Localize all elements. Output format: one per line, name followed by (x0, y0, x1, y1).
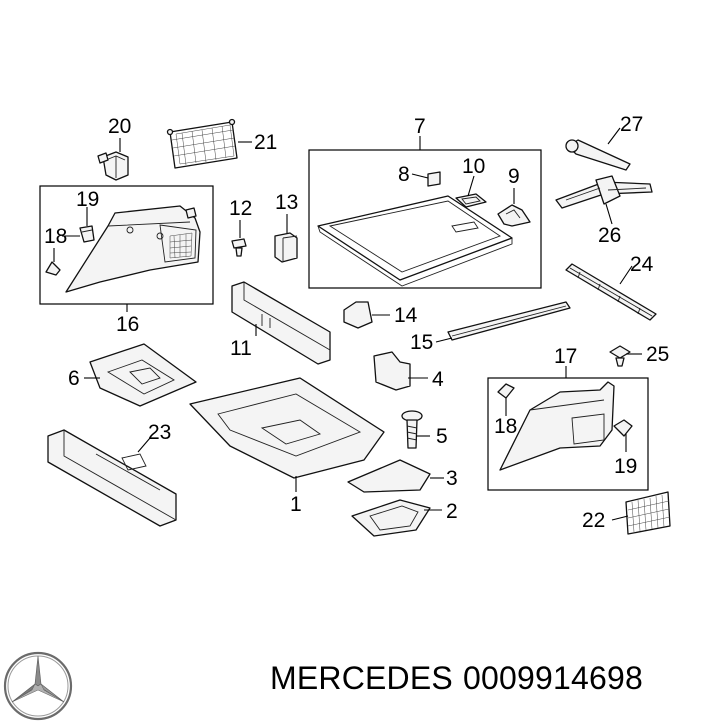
callout-27: 27 (620, 113, 643, 136)
callout-6: 6 (68, 367, 80, 390)
callout-4: 4 (432, 368, 444, 391)
part-16-left-trim (65, 205, 201, 293)
group-box-17 (487, 377, 649, 491)
part-18-clip-right (497, 383, 515, 399)
callout-23: 23 (148, 421, 171, 444)
part-24-rail (565, 263, 657, 321)
callout-21: 21 (254, 131, 277, 154)
part-1-spare-tub (189, 377, 385, 479)
callout-11: 11 (230, 337, 252, 360)
callout-20: 20 (108, 115, 131, 138)
callout-17: 17 (554, 345, 577, 368)
callout-15: 15 (410, 331, 433, 354)
part-12-fastener (231, 238, 247, 257)
part-20-clip (97, 151, 129, 181)
callout-14: 14 (394, 304, 418, 327)
callout-18: 18 (44, 225, 67, 248)
callout-25: 25 (646, 343, 669, 366)
callout-26: 26 (598, 224, 621, 247)
callout-8: 8 (398, 163, 410, 186)
callout-5: 5 (436, 425, 448, 448)
callout-24: 24 (630, 253, 654, 276)
callouts: 20 21 19 18 16 12 13 7 8 10 9 27 26 24 1… (44, 113, 669, 532)
part-27-wrench (565, 139, 631, 171)
callout-7: 7 (414, 115, 426, 138)
part-22-grille (625, 491, 671, 535)
part-11-panel (231, 281, 331, 365)
callout-2: 2 (446, 500, 458, 523)
part-21-cargo-net (166, 118, 238, 169)
part-17-right-trim (499, 381, 615, 471)
callout-13: 13 (275, 191, 298, 214)
callout-1: 1 (290, 493, 302, 516)
callout-10: 10 (462, 155, 485, 178)
part-4-bracket (373, 351, 411, 391)
part-7-floor-cover (317, 195, 513, 287)
callout-9: 9 (508, 165, 520, 188)
callout-3: 3 (446, 467, 458, 490)
part-26-jack (555, 175, 653, 209)
part-2-tray (351, 499, 431, 537)
part-25-clip (609, 345, 631, 367)
brand-name: MERCEDES (270, 660, 453, 696)
group-box-7 (308, 149, 542, 289)
part-18-clip (45, 261, 61, 276)
part-23-cargo-cover (47, 429, 177, 527)
part-6-tray (89, 343, 197, 407)
mercedes-star-logo (3, 651, 73, 721)
part-14-bracket (343, 301, 373, 329)
part-number: 0009914698 (462, 660, 643, 696)
callout-22: 22 (582, 509, 605, 532)
part-13-bracket (274, 232, 298, 263)
part-15-sill (447, 301, 571, 341)
part-8-clip (427, 171, 441, 187)
leader-lines (53, 127, 642, 521)
callout-19-right: 19 (614, 455, 637, 478)
part-5-screw (401, 410, 423, 449)
part-9-hook (497, 204, 531, 227)
part-19-clip-right (613, 419, 633, 437)
callout-19: 19 (76, 188, 99, 211)
callout-12: 12 (229, 197, 252, 220)
part-10-handle (455, 193, 487, 208)
callout-18-right: 18 (494, 415, 517, 438)
part-19-clip (79, 225, 95, 243)
callout-16: 16 (116, 313, 139, 336)
part-3-panel (347, 459, 431, 493)
